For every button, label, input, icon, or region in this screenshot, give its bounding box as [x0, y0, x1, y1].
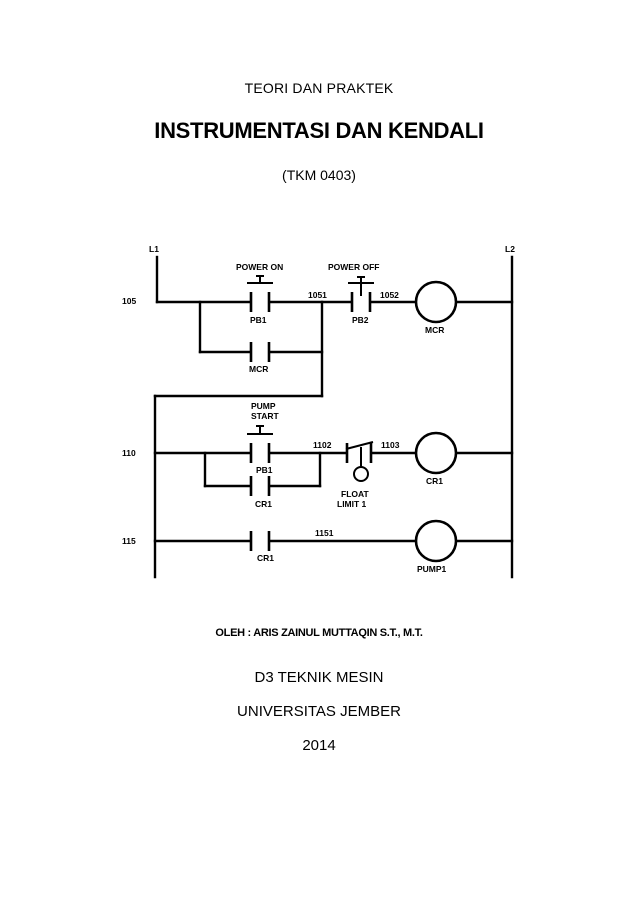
rung-label-115: 115: [122, 536, 136, 546]
pre-title: TEORI DAN PRAKTEK: [244, 80, 394, 96]
power-off-pushbutton: [348, 276, 374, 312]
rung-label-105: 105: [122, 296, 136, 306]
mcr-coil: [414, 280, 458, 324]
document-title: INSTRUMENTASI DAN KENDALI: [154, 118, 484, 143]
pb1-start-label: PB1: [256, 465, 273, 475]
cr1-coil-label: CR1: [426, 476, 443, 486]
wire-label-1151: 1151: [315, 528, 334, 538]
author-line: OLEH : ARIS ZAINUL MUTTAQIN S.T., M.T.: [215, 627, 423, 639]
cr1-contact-label: CR1: [257, 553, 274, 563]
wire-label-1103: 1103: [381, 440, 400, 450]
university: UNIVERSITAS JEMBER: [237, 703, 401, 720]
power-off-label: POWER OFF: [328, 262, 379, 272]
pump1-coil: [414, 519, 458, 563]
cr1-contact: [249, 531, 271, 551]
course-code: (TKM 0403): [282, 167, 356, 183]
pump-start-pushbutton: [247, 425, 273, 463]
power-on-pushbutton: [247, 275, 273, 312]
float-limit-switch: [345, 441, 374, 482]
department: D3 TEKNIK MESIN: [254, 669, 384, 686]
wire-label-1052: 1052: [380, 290, 399, 300]
cr1-hold-label: CR1: [255, 499, 272, 509]
pump1-coil-label: PUMP1: [417, 564, 447, 574]
pump-start-label-2: START: [251, 411, 280, 421]
pb1-label: PB1: [250, 315, 267, 325]
wire-label-1102: 1102: [313, 440, 332, 450]
mcr-contact-label: MCR: [249, 364, 268, 374]
float-label-2: LIMIT 1: [337, 499, 367, 509]
float-label-1: FLOAT: [341, 489, 370, 499]
power-on-label: POWER ON: [236, 262, 283, 272]
pump-start-label-1: PUMP: [251, 401, 276, 411]
cr1-holding-contact: [249, 476, 271, 496]
rung-label-110: 110: [122, 448, 136, 458]
cr1-coil: [414, 431, 458, 475]
mcr-coil-label: MCR: [425, 325, 444, 335]
rail-label-left: L1: [149, 244, 159, 254]
wire-label-1051: 1051: [308, 290, 327, 300]
pb2-label: PB2: [352, 315, 369, 325]
year: 2014: [302, 737, 336, 754]
mcr-holding-contact: [249, 342, 271, 362]
rail-label-right: L2: [505, 244, 515, 254]
